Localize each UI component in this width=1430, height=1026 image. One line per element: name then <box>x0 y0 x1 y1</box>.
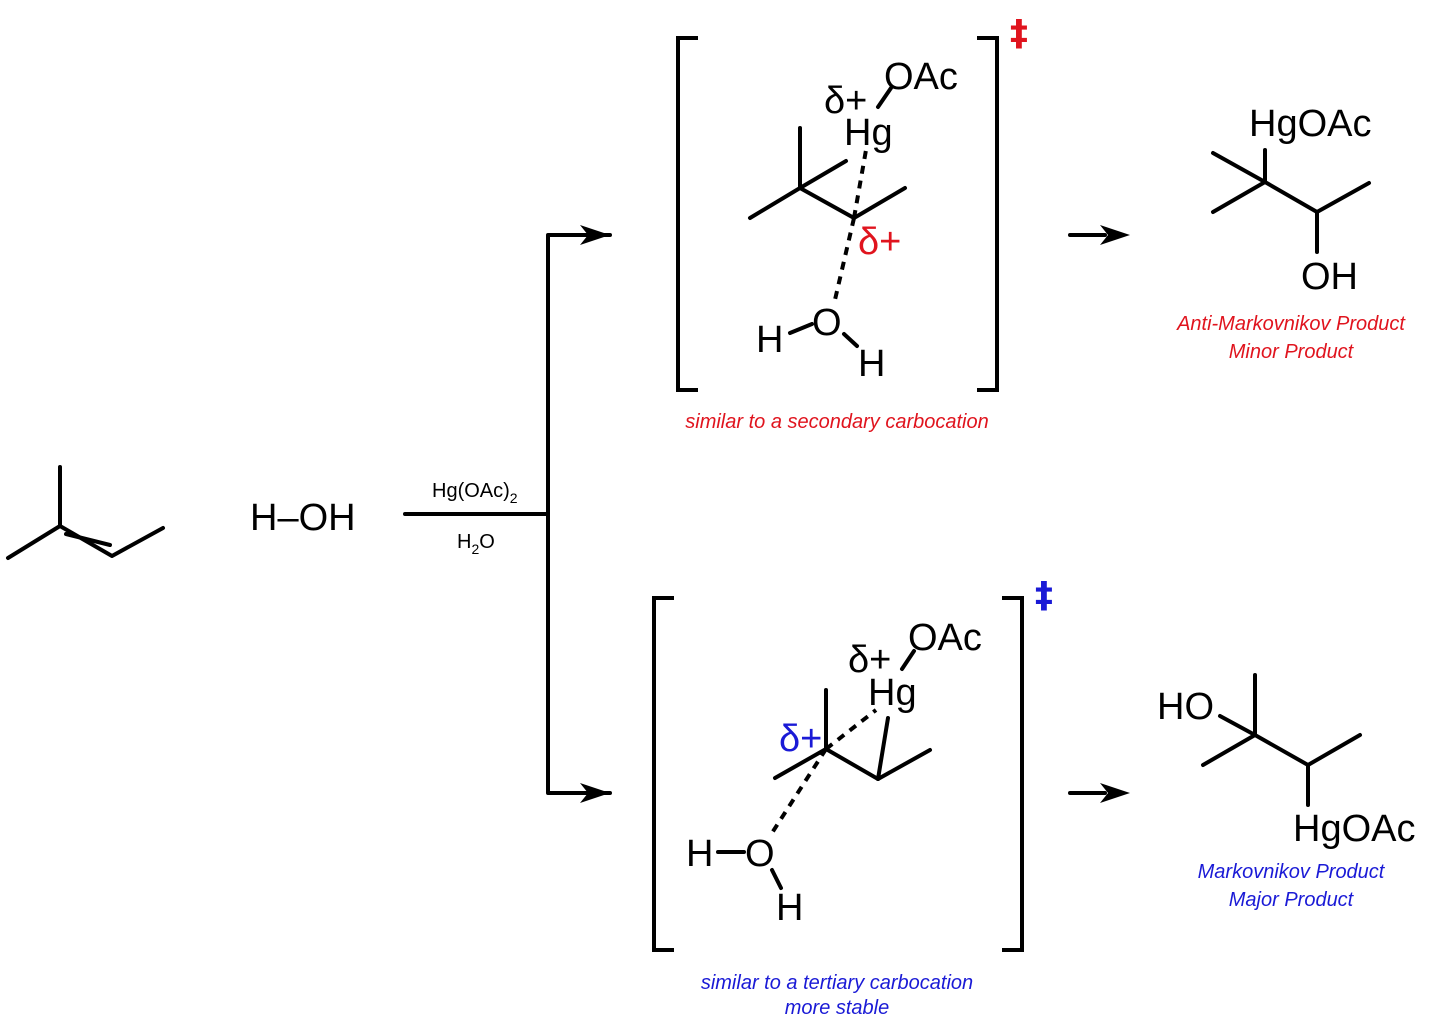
hg-atom-top: Hg <box>844 112 893 154</box>
label-markovnikov: Markovnikov Product <box>1198 861 1386 883</box>
delta-plus-carbon-bottom: δ+ <box>779 718 822 760</box>
oac-group-bottom: OAc <box>908 617 982 659</box>
delta-plus-carbon-top: δ+ <box>858 221 901 263</box>
ho-bottom-product: HO <box>1157 686 1214 728</box>
oh-top-product: OH <box>1301 256 1358 298</box>
label-major-product: Major Product <box>1229 889 1355 911</box>
arrowhead-top <box>580 225 610 245</box>
bracket-right <box>977 36 999 392</box>
caption-tertiary-line1: similar to a tertiary carbocation <box>701 972 973 994</box>
hgoac-top-product: HgOAc <box>1249 103 1371 145</box>
oac-group-top: OAc <box>884 56 958 98</box>
water-h1-bottom: H <box>686 833 713 875</box>
product-markovnikov <box>1201 673 1362 807</box>
caption-tertiary-line2: more stable <box>785 997 890 1019</box>
caption-secondary: similar to a secondary carbocation <box>685 411 988 433</box>
double-dagger-bottom: ‡ <box>1035 575 1053 616</box>
hgoac-bottom-product: HgOAc <box>1293 808 1415 850</box>
delta-plus-hg-top: δ+ <box>824 80 867 122</box>
water-h2-bottom: H <box>776 887 803 929</box>
bracket-right <box>1002 596 1024 952</box>
arrowhead-bottom <box>580 783 610 803</box>
water-reactant: H–OH <box>250 497 356 539</box>
water-h1-top: H <box>756 319 783 361</box>
bracket-left <box>676 36 698 392</box>
reagent-water: H2O <box>457 531 495 557</box>
water-h2-top: H <box>858 343 885 385</box>
delta-plus-hg-bottom: δ+ <box>848 639 891 681</box>
starting-alkene <box>6 465 165 560</box>
transition-state-tertiary <box>652 596 1024 952</box>
product-anti-markovnikov <box>1211 148 1371 254</box>
reagent-hgoac2: Hg(OAc)2 <box>432 480 518 506</box>
product-arrow-top <box>1068 225 1130 245</box>
water-o-bottom: O <box>745 833 775 875</box>
water-o-top: O <box>812 302 842 344</box>
label-minor-product: Minor Product <box>1229 341 1355 363</box>
hg-atom-bottom: Hg <box>868 672 917 714</box>
double-dagger-top: ‡ <box>1010 13 1028 54</box>
reaction-arrow <box>403 225 612 803</box>
bracket-left <box>652 596 674 952</box>
label-anti-markovnikov: Anti-Markovnikov Product <box>1176 313 1406 335</box>
transition-state-secondary <box>676 36 999 392</box>
product-arrow-bottom <box>1068 783 1130 803</box>
